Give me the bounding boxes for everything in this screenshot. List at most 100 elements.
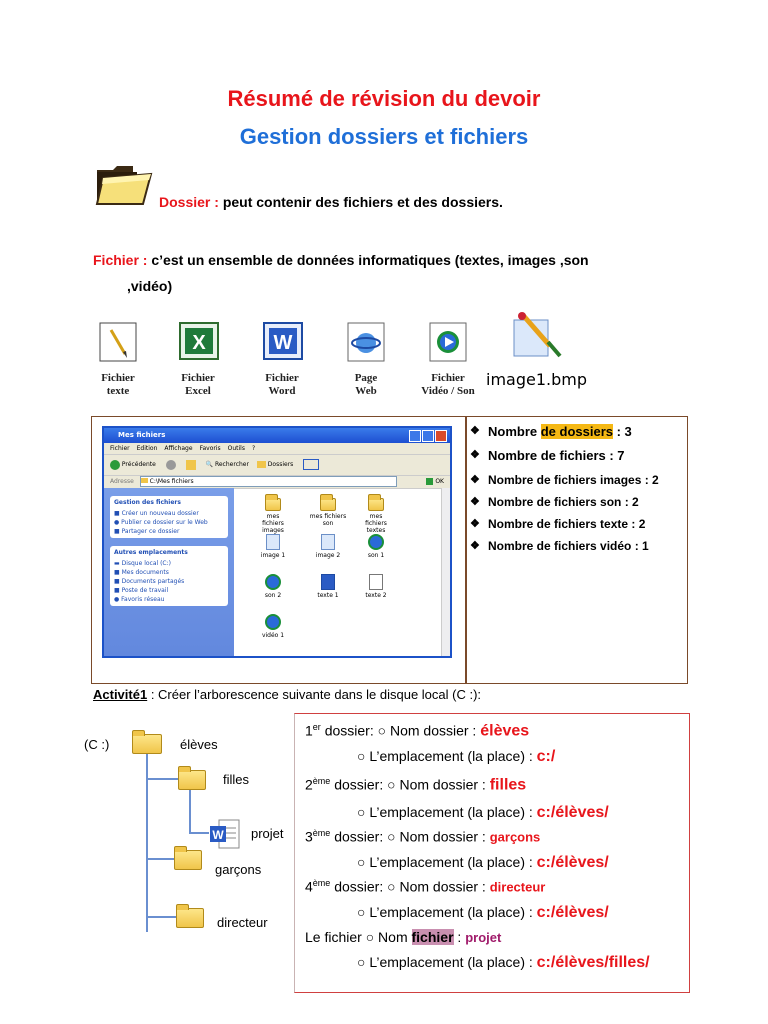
minimize-button[interactable] bbox=[409, 430, 421, 442]
image-file-item[interactable]: image 2 bbox=[308, 534, 348, 559]
menu-item-outils[interactable]: Outils bbox=[227, 445, 245, 452]
menu-item-edition[interactable]: Edition bbox=[136, 445, 158, 452]
image-file-caption: image1.bmp bbox=[486, 370, 587, 389]
go-button[interactable]: OK bbox=[426, 476, 444, 488]
folders-button[interactable]: Dossiers bbox=[256, 461, 293, 468]
folder-item[interactable]: mes fichiers images bbox=[258, 494, 288, 534]
menu-item-favoris[interactable]: Favoris bbox=[199, 445, 221, 452]
bitmap-image-icon bbox=[510, 308, 568, 365]
answer-place-5: ○ L’emplacement (la place) : c:/élèves/f… bbox=[357, 954, 650, 971]
page-title: Résumé de révision du devoir bbox=[227, 86, 541, 111]
folder-icon bbox=[174, 846, 202, 870]
folder-icon bbox=[178, 766, 206, 790]
tasks-panel: Gestion des fichiers ■ Créer un nouveau … bbox=[110, 496, 228, 538]
title-bar: Mes fichiers bbox=[104, 428, 450, 443]
text-file-item[interactable]: texte 1 bbox=[308, 574, 348, 599]
highlight-folders: de dossiers bbox=[540, 424, 613, 439]
word-file-icon: W bbox=[209, 818, 241, 855]
answer-row-4: 4ème dossier: ○ Nom dossier : directeur bbox=[305, 878, 546, 895]
place-my-computer[interactable]: ■ Poste de travail bbox=[114, 587, 169, 594]
answer-place-1: ○ L’emplacement (la place) : c:/ bbox=[357, 748, 556, 765]
fichier-text: c’est un ensemble de données informatiqu… bbox=[151, 252, 589, 268]
menu-item-fichier[interactable]: Fichier bbox=[110, 445, 130, 452]
forward-button[interactable] bbox=[165, 459, 176, 470]
folder-icon bbox=[176, 904, 204, 928]
media-icon bbox=[265, 614, 281, 630]
sound-file-item[interactable]: son 2 bbox=[258, 574, 288, 599]
svg-text:X: X bbox=[192, 332, 206, 354]
word-file-icon: W bbox=[263, 322, 303, 365]
answer-place-4: ○ L’emplacement (la place) : c:/élèves/ bbox=[357, 904, 609, 921]
web-page-icon bbox=[347, 322, 385, 367]
stat-video: Nombre de fichiers vidéo : 1 bbox=[470, 539, 685, 553]
video-file-item[interactable]: vidéo 1 bbox=[258, 614, 288, 639]
toolbar: Précédente 🔍 Rechercher Dossiers bbox=[104, 455, 450, 476]
media-file-icon bbox=[429, 322, 467, 367]
place-my-documents[interactable]: ■ Mes documents bbox=[114, 569, 169, 576]
scrollbar[interactable] bbox=[441, 488, 450, 656]
folder-icon bbox=[256, 461, 266, 468]
image-file-item[interactable]: image 1 bbox=[258, 534, 288, 559]
page-subtitle: Gestion dossiers et fichiers bbox=[239, 124, 529, 149]
svg-text:W: W bbox=[212, 828, 224, 842]
folder-icon bbox=[140, 478, 148, 483]
word-icon bbox=[321, 574, 335, 590]
places-title[interactable]: Autres emplacements bbox=[114, 549, 188, 556]
place-network[interactable]: ● Favoris réseau bbox=[114, 596, 165, 603]
dossier-label: Dossier : bbox=[159, 194, 219, 210]
text-file-item[interactable]: texte 2 bbox=[358, 574, 394, 599]
folder-item[interactable]: mes fichiers textes bbox=[358, 494, 394, 534]
folder-icon bbox=[368, 494, 384, 511]
back-button[interactable]: Précédente bbox=[110, 459, 156, 470]
search-button[interactable]: 🔍 Rechercher bbox=[205, 461, 249, 468]
file-list: mes fichiers images mes fichiers son mes… bbox=[238, 488, 450, 656]
close-button[interactable] bbox=[435, 430, 447, 442]
activity-text: : Créer l’arborescence suivante dans le … bbox=[147, 687, 482, 702]
views-button[interactable] bbox=[303, 459, 320, 470]
address-label: Adresse bbox=[110, 478, 134, 485]
tasks-title[interactable]: Gestion des fichiers bbox=[114, 499, 181, 506]
fichier-text-cont: ,vidéo) bbox=[127, 278, 173, 294]
fichier-definition: Fichier : c’est un ensemble de données i… bbox=[93, 252, 589, 268]
task-new-folder[interactable]: ■ Créer un nouveau dossier bbox=[114, 510, 199, 517]
stat-text: Nombre de fichiers texte : 2 bbox=[470, 517, 685, 531]
dossier-definition: Dossier : peut contenir des fichiers et … bbox=[159, 194, 503, 210]
window-title: Mes fichiers bbox=[118, 431, 166, 439]
text-file-icon bbox=[99, 322, 137, 367]
folder-icon bbox=[93, 160, 155, 208]
answer-box: 1er dossier: ○ Nom dossier : élèves ○ L’… bbox=[294, 713, 690, 993]
address-bar: Adresse C:\Mes fichiers OK bbox=[104, 476, 450, 489]
answer-place-2: ○ L’emplacement (la place) : c:/élèves/ bbox=[357, 804, 609, 821]
tree-root-label: (C :) bbox=[84, 737, 110, 752]
up-folder-icon[interactable] bbox=[185, 459, 196, 470]
fichier-label: Fichier : bbox=[93, 252, 148, 268]
window-controls bbox=[408, 430, 447, 448]
activity-line: Activité1 : Créer l’arborescence suivant… bbox=[93, 687, 481, 702]
activity-label: Activité1 bbox=[93, 687, 148, 702]
task-publish-web[interactable]: ● Publier ce dossier sur le Web bbox=[114, 519, 208, 526]
excel-file-icon: X bbox=[179, 322, 219, 365]
place-local-disk[interactable]: ▬ Disque local (C:) bbox=[114, 560, 171, 567]
stat-images: Nombre de fichiers images : 2 bbox=[470, 473, 685, 487]
svg-text:W: W bbox=[274, 332, 293, 354]
stat-sound: Nombre de fichiers son : 2 bbox=[470, 495, 685, 509]
place-shared-documents[interactable]: ■ Documents partagés bbox=[114, 578, 185, 585]
address-field[interactable]: C:\Mes fichiers bbox=[139, 476, 397, 487]
menu-item-affichage[interactable]: Affichage bbox=[164, 445, 193, 452]
maximize-button[interactable] bbox=[422, 430, 434, 442]
tree-node-projet: projet bbox=[251, 826, 284, 841]
menu-item-help[interactable]: ? bbox=[251, 445, 256, 452]
text-icon bbox=[369, 574, 383, 590]
task-pane: Gestion des fichiers ■ Créer un nouveau … bbox=[104, 488, 234, 656]
folder-item[interactable]: mes fichiers son bbox=[308, 494, 348, 527]
task-share-folder[interactable]: ■ Partager ce dossier bbox=[114, 528, 180, 535]
go-arrow-icon bbox=[426, 478, 434, 485]
explorer-table bbox=[91, 416, 688, 684]
folder-icon bbox=[132, 730, 162, 754]
sound-file-item[interactable]: son 1 bbox=[358, 534, 394, 559]
